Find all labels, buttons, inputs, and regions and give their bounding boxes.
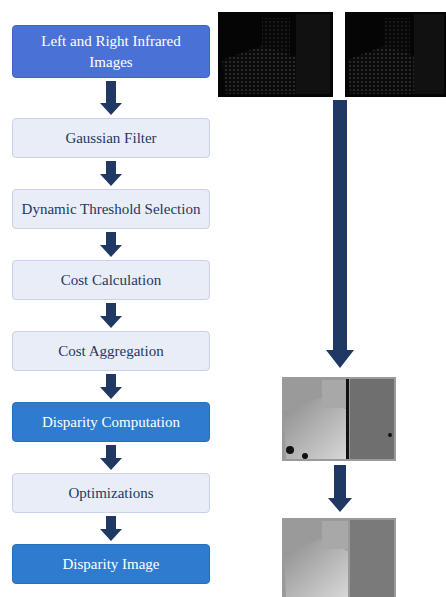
flow-arrow <box>106 374 116 387</box>
box-label: Cost Calculation <box>53 266 169 294</box>
process-box: Cost Calculation <box>12 260 210 300</box>
flow-arrow <box>106 161 116 174</box>
disparity-image <box>282 518 396 597</box>
box-label: Optimizations <box>61 479 162 507</box>
flow-arrow <box>106 232 116 245</box>
process-box: Cost Aggregation <box>12 331 210 371</box>
process-box: Optimizations <box>12 473 210 513</box>
process-box: Left and Right Infrared Images <box>12 25 210 78</box>
flow-arrow <box>106 445 116 458</box>
flow-arrow <box>328 465 352 512</box>
process-box: Dynamic Threshold Selection <box>12 189 210 229</box>
box-label: Disparity Image <box>54 550 167 578</box>
process-box: Disparity Computation <box>12 402 210 442</box>
infrared-image <box>218 12 333 97</box>
flow-arrow <box>106 303 116 316</box>
flow-arrow <box>326 100 354 368</box>
disparity-image <box>282 377 396 461</box>
flow-arrow <box>106 516 116 529</box>
box-label: Gaussian Filter <box>57 124 164 152</box>
process-box: Gaussian Filter <box>12 118 210 158</box>
flow-arrow <box>106 81 116 103</box>
infrared-image <box>345 12 446 97</box>
box-label: Disparity Computation <box>34 408 188 436</box>
process-box: Disparity Image <box>12 544 210 584</box>
box-label: Cost Aggregation <box>50 337 171 365</box>
box-label: Dynamic Threshold Selection <box>14 195 209 223</box>
box-label: Left and Right Infrared Images <box>13 27 209 76</box>
